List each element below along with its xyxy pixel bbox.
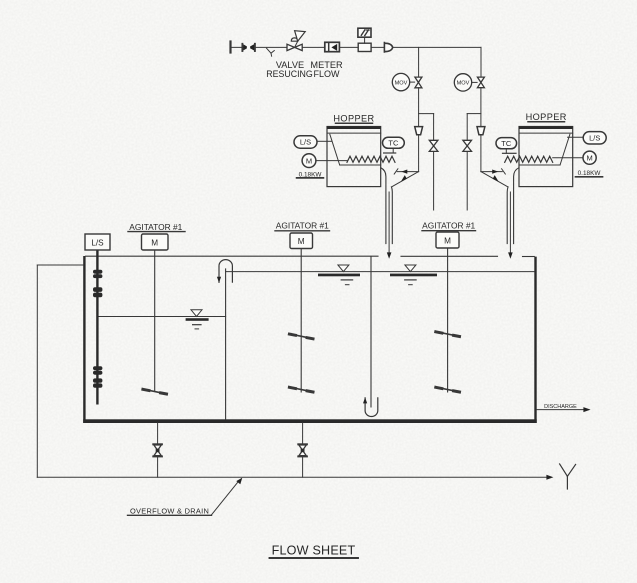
svg-text:M: M [586, 153, 592, 162]
svg-text:MOV: MOV [457, 81, 470, 87]
svg-text:AGITATOR #1: AGITATOR #1 [422, 221, 475, 231]
svg-text:M: M [151, 239, 158, 248]
svg-text:M: M [444, 237, 451, 246]
svg-text:RESUCING: RESUCING [266, 69, 313, 79]
svg-text:MOV: MOV [395, 80, 408, 86]
svg-text:FLOW SHEET: FLOW SHEET [272, 544, 356, 558]
svg-text:DISCHARGE: DISCHARGE [544, 404, 577, 410]
svg-text:0.18KW: 0.18KW [299, 171, 323, 178]
svg-text:0.18KW: 0.18KW [578, 170, 602, 177]
svg-text:M: M [306, 156, 312, 165]
svg-text:METER: METER [310, 60, 343, 70]
svg-text:M: M [298, 237, 305, 246]
svg-text:L/S: L/S [91, 239, 104, 248]
svg-text:VALVE: VALVE [276, 60, 304, 70]
svg-text:L/S: L/S [589, 133, 600, 142]
svg-text:OVERFLOW & DRAIN: OVERFLOW & DRAIN [130, 507, 209, 516]
svg-text:HOPPER: HOPPER [526, 112, 567, 122]
svg-text:FLOW: FLOW [314, 69, 341, 79]
svg-text:AGITATOR #1: AGITATOR #1 [129, 222, 182, 232]
svg-text:AGITATOR #1: AGITATOR #1 [276, 221, 329, 231]
svg-text:TC: TC [501, 139, 512, 148]
svg-text:L/S: L/S [300, 138, 311, 147]
svg-text:TC: TC [388, 138, 399, 147]
svg-text:HOPPER: HOPPER [333, 113, 374, 123]
